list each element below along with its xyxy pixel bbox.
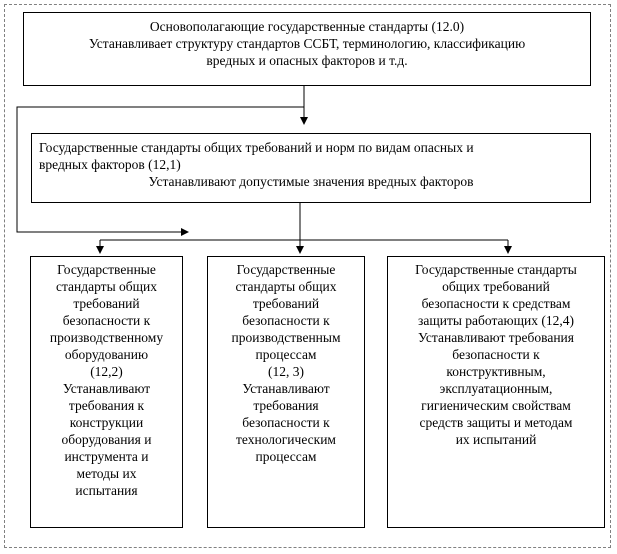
column-line: испытания: [75, 483, 138, 498]
column-line: требования: [253, 398, 319, 413]
column-line: Государственные: [236, 262, 336, 277]
root-line: Основополагающие государственные стандар…: [149, 19, 465, 34]
column-line: Устанавливают: [62, 381, 151, 396]
root-standards-box: Основополагающие государственные стандар…: [23, 12, 591, 86]
column-line: средств защиты и методам: [419, 415, 573, 430]
column-line: оборудованию: [64, 347, 149, 362]
column-line: (12,2): [90, 364, 123, 379]
column-line: требований: [252, 296, 320, 311]
column-line: методы их: [76, 466, 137, 481]
column-line: общих требований: [442, 279, 550, 294]
column-line: конструкции: [69, 415, 144, 430]
column-line: требования к: [68, 398, 145, 413]
column-line: производственным: [231, 330, 341, 345]
middle-line: вредных факторов (12,1): [39, 157, 181, 172]
column-line: (12, 3): [268, 364, 304, 379]
column-line: инструмента и: [64, 449, 149, 464]
column-line: конструктивным,: [446, 364, 546, 379]
root-line: вредных и опасных факторов и т.д.: [206, 53, 408, 68]
column-line: технологическим: [236, 432, 336, 447]
column-line: Государственные: [57, 262, 156, 277]
equipment-standards-box: Государственные стандарты общих требован…: [30, 256, 183, 528]
column-line: процессам: [255, 347, 317, 362]
process-standards-box: Государственные стандарты общих требован…: [207, 256, 365, 528]
general-requirements-box: Государственные стандарты общих требован…: [31, 133, 591, 203]
column-line: безопасности к: [242, 415, 330, 430]
column-line: защиты работающих (12,4): [418, 313, 574, 328]
column-line: оборудования и: [61, 432, 152, 447]
column-line: их испытаний: [455, 432, 537, 447]
diagram-frame: [4, 4, 611, 548]
protective-means-standards-box: Государственные стандарты общих требован…: [387, 256, 605, 528]
column-line: Государственные стандарты: [415, 262, 577, 277]
column-line: Устанавливают требования: [417, 330, 574, 345]
column-line: требований: [73, 296, 140, 311]
column-line: гигиеническим свойствам: [421, 398, 571, 413]
middle-line: Устанавливают допустимые значения вредны…: [148, 174, 474, 189]
column-line: стандарты общих: [55, 279, 158, 294]
column-line: безопасности к средствам: [421, 296, 571, 311]
column-line: стандарты общих: [235, 279, 337, 294]
root-line: Устанавливает структуру стандартов ССБТ,…: [88, 36, 526, 51]
column-line: безопасности к: [452, 347, 540, 362]
column-line: Устанавливают: [242, 381, 330, 396]
connector-elbow-left: [16, 106, 304, 236]
column-line: безопасности к: [242, 313, 330, 328]
column-line: процессам: [255, 449, 317, 464]
column-line: эксплуатационным,: [439, 381, 553, 396]
middle-line: Государственные стандарты общих требован…: [39, 140, 474, 155]
column-line: безопасности к: [62, 313, 151, 328]
column-line: производственному: [49, 330, 164, 345]
